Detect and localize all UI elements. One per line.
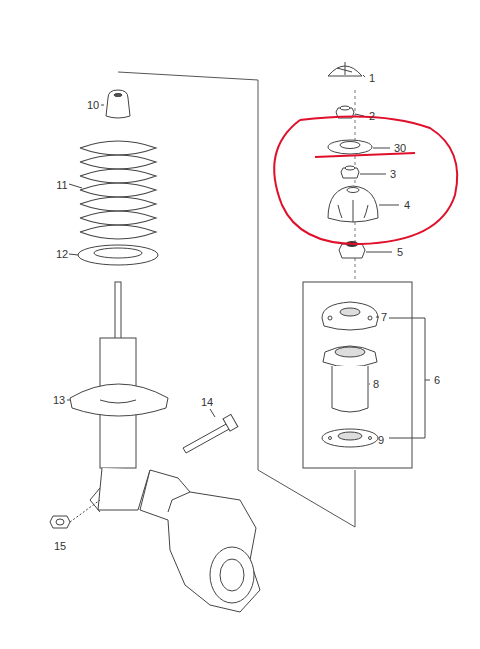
dust-cover xyxy=(328,186,378,222)
coil-winding xyxy=(80,211,156,225)
piston-rod xyxy=(115,282,121,340)
callout-number: 4 xyxy=(404,200,410,211)
red-line xyxy=(315,153,415,157)
frame-line xyxy=(118,72,355,527)
callout-number: 11 xyxy=(56,180,67,191)
spring-seat xyxy=(322,429,378,447)
callout-number: 3 xyxy=(390,169,396,180)
callout-number: 5 xyxy=(397,247,403,258)
callout-number: 14 xyxy=(201,397,213,408)
callout-number: 2 xyxy=(369,111,375,122)
callout-number: 7 xyxy=(381,312,387,323)
coil-winding xyxy=(80,155,156,169)
callout-number: 10 xyxy=(87,100,99,111)
callout-number: 9 xyxy=(378,435,384,446)
callout-number: 1 xyxy=(369,73,375,84)
callout-number: 13 xyxy=(53,395,65,406)
callout-number: 6 xyxy=(434,375,440,386)
coil-winding xyxy=(80,141,156,155)
coil-winding xyxy=(80,225,156,239)
bump-stop xyxy=(106,90,130,118)
leader-line xyxy=(363,75,365,77)
coil-winding xyxy=(80,197,156,211)
strut-mount xyxy=(323,346,377,367)
hub-bearing xyxy=(210,547,254,603)
bracket xyxy=(389,318,425,438)
nut xyxy=(50,516,70,528)
coil-spring xyxy=(80,141,156,239)
coil-winding xyxy=(80,169,156,183)
strut-spring-seat xyxy=(70,384,168,416)
callout-number: 15 xyxy=(54,541,66,552)
coil-winding xyxy=(80,183,156,197)
bolt xyxy=(183,423,231,453)
callout-number: 30 xyxy=(394,143,406,154)
callout-number: 8 xyxy=(373,379,379,390)
red-circle xyxy=(274,116,457,244)
kit-box xyxy=(303,282,412,468)
spring-seat xyxy=(78,245,158,265)
steering-knuckle xyxy=(140,470,260,612)
washer xyxy=(328,140,372,154)
mount-plate xyxy=(322,302,378,330)
bump-rubber xyxy=(332,366,368,412)
callout-number: 12 xyxy=(56,249,68,260)
